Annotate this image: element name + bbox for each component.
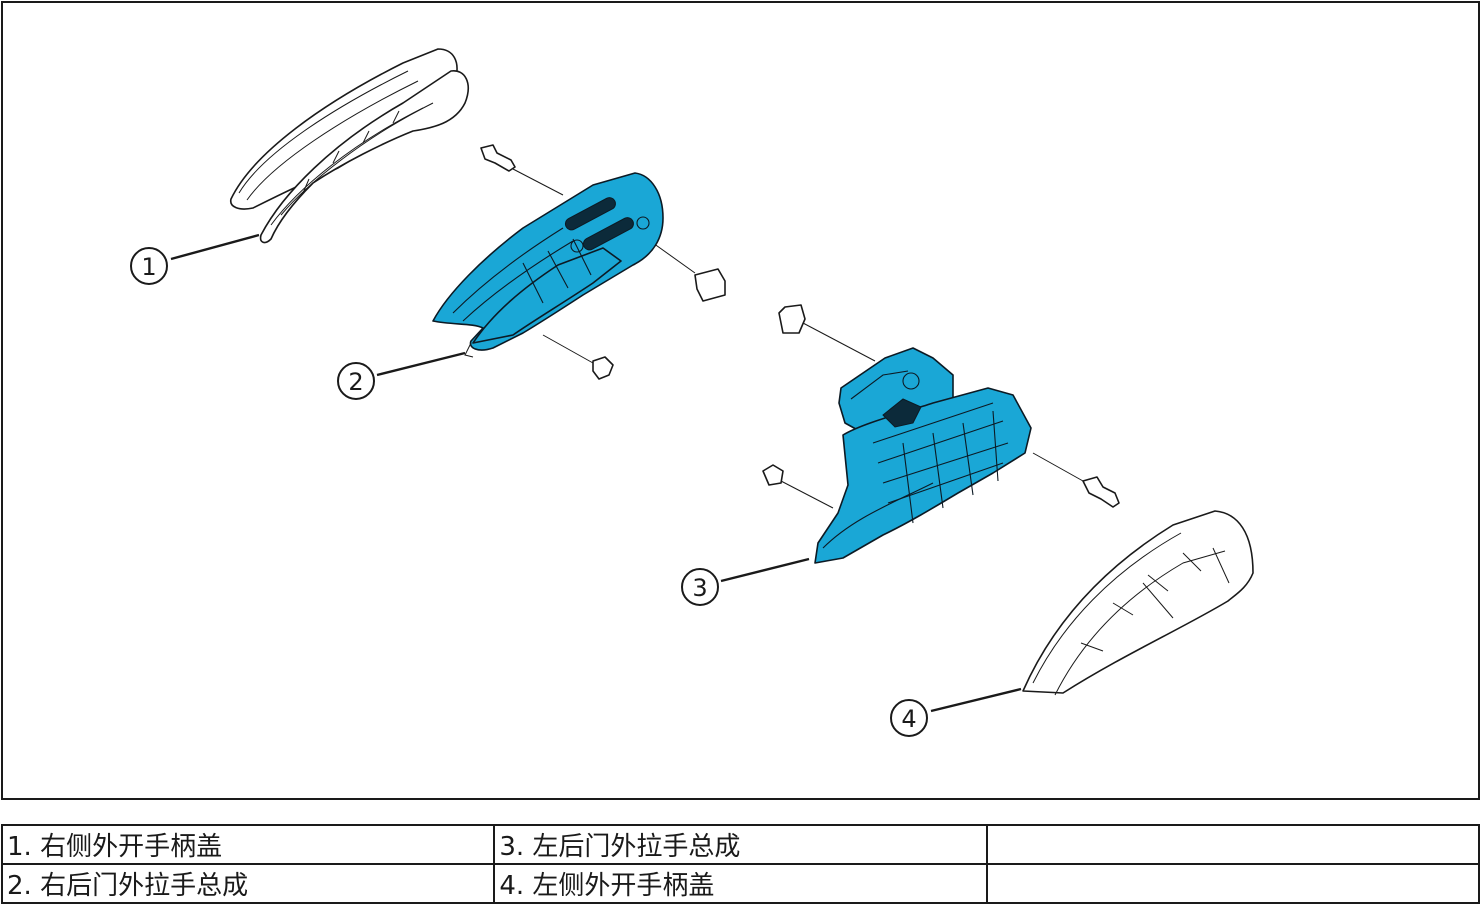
callout-4-number: 4	[901, 705, 916, 733]
legend-cell	[985, 863, 1481, 904]
legend-cell: 1. 右侧外开手柄盖	[0, 824, 496, 865]
legend-cell: 2. 右后门外拉手总成	[0, 863, 496, 904]
diagram-canvas: 1 2 3 4	[130, 48, 1254, 737]
part-1-handle-cover	[229, 48, 469, 244]
callout-2-number: 2	[348, 368, 363, 396]
legend-cell: 3. 左后门外拉手总成	[493, 824, 988, 865]
part-2-handle-assembly	[432, 172, 664, 358]
callout-3: 3	[681, 568, 719, 606]
callout-1-number: 1	[141, 253, 156, 281]
legend-cell: 4. 左侧外开手柄盖	[493, 863, 988, 904]
legend-cell	[985, 824, 1481, 865]
part-4-handle-cover	[1022, 510, 1254, 696]
legend-row: 2. 右后门外拉手总成 4. 左侧外开手柄盖	[0, 863, 1481, 904]
exploded-diagram: 1 2 3 4	[1, 1, 1480, 800]
part-2-fasteners	[480, 144, 726, 380]
part-3-handle-assembly	[814, 347, 1032, 564]
callout-4: 4	[890, 699, 928, 737]
parts-legend-table: 1. 右侧外开手柄盖 3. 左后门外拉手总成 2. 右后门外拉手总成 4. 左侧…	[0, 824, 1481, 904]
legend-row: 1. 右侧外开手柄盖 3. 左后门外拉手总成	[0, 824, 1481, 865]
callout-2: 2	[337, 362, 375, 400]
callout-3-number: 3	[692, 574, 707, 602]
part-3-fasteners	[762, 304, 1120, 509]
callout-1: 1	[130, 247, 168, 285]
